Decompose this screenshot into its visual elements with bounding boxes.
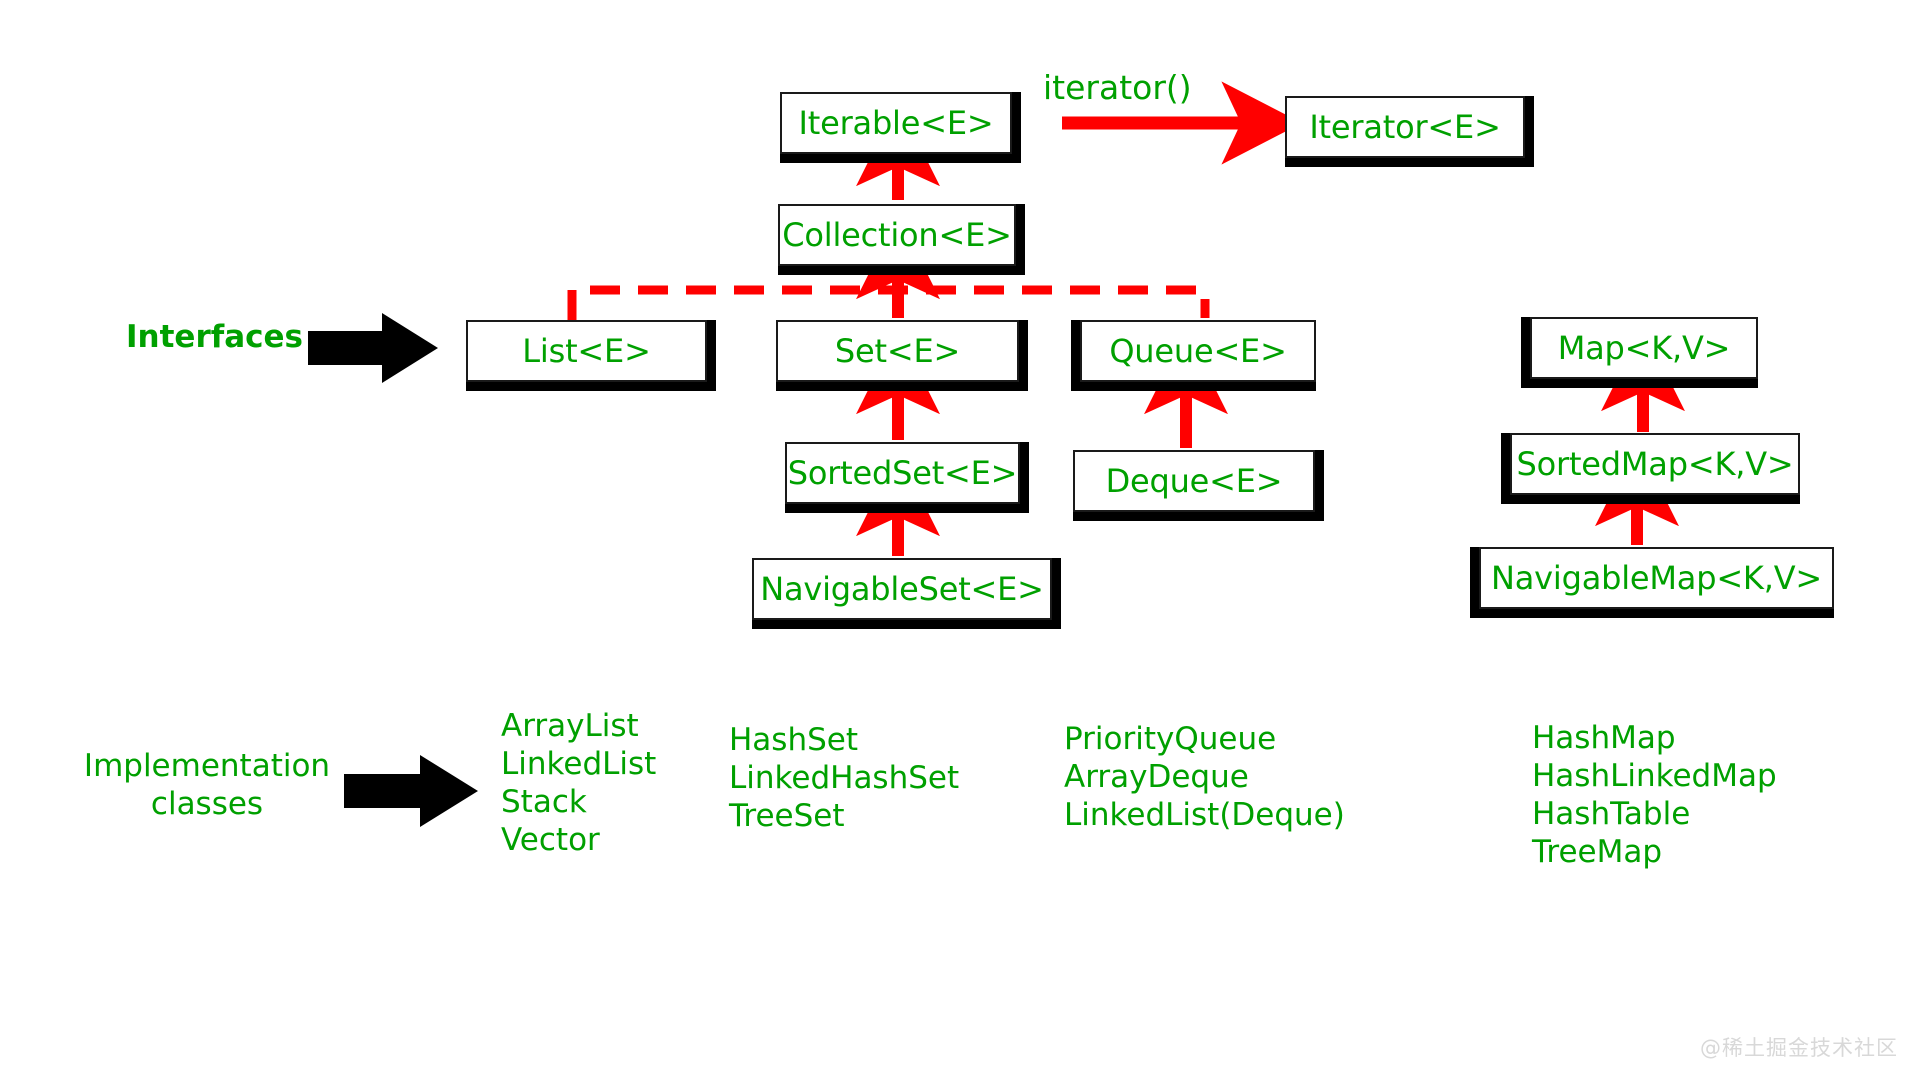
edge-label-iterator: iterator() (1043, 68, 1192, 107)
legend-impl-line1: Implementation (83, 748, 331, 784)
node-sortedset[interactable]: SortedSet<E> (785, 442, 1020, 504)
impl-list-for-map: HashMap HashLinkedMap HashTable TreeMap (1532, 720, 1777, 871)
node-sortedmap[interactable]: SortedMap<K,V> (1510, 433, 1800, 495)
impl-list-for-set: HashSet LinkedHashSet TreeSet (729, 722, 960, 835)
node-collection[interactable]: Collection<E> (778, 204, 1016, 266)
node-navigableset[interactable]: NavigableSet<E> (752, 558, 1052, 620)
node-list[interactable]: List<E> (466, 320, 707, 382)
watermark: @稀土掘金技术社区 (1700, 1036, 1898, 1060)
impl-list-for-list: ArrayList LinkedList Stack Vector (501, 708, 657, 859)
node-queue[interactable]: Queue<E> (1080, 320, 1316, 382)
node-iterable[interactable]: Iterable<E> (780, 92, 1012, 154)
node-navigablemap[interactable]: NavigableMap<K,V> (1479, 547, 1834, 609)
legend-interfaces-label: Interfaces (126, 319, 303, 355)
node-deque[interactable]: Deque<E> (1073, 450, 1315, 512)
legend-impl-line2: classes (150, 786, 264, 823)
implementation-pointer-arrow-icon (344, 755, 478, 827)
impl-list-for-queue: PriorityQueue ArrayDeque LinkedList(Dequ… (1064, 721, 1345, 834)
node-set[interactable]: Set<E> (776, 320, 1019, 382)
node-map[interactable]: Map<K,V> (1530, 317, 1758, 379)
node-iterator[interactable]: Iterator<E> (1285, 96, 1525, 158)
interfaces-pointer-arrow-icon (308, 313, 438, 383)
